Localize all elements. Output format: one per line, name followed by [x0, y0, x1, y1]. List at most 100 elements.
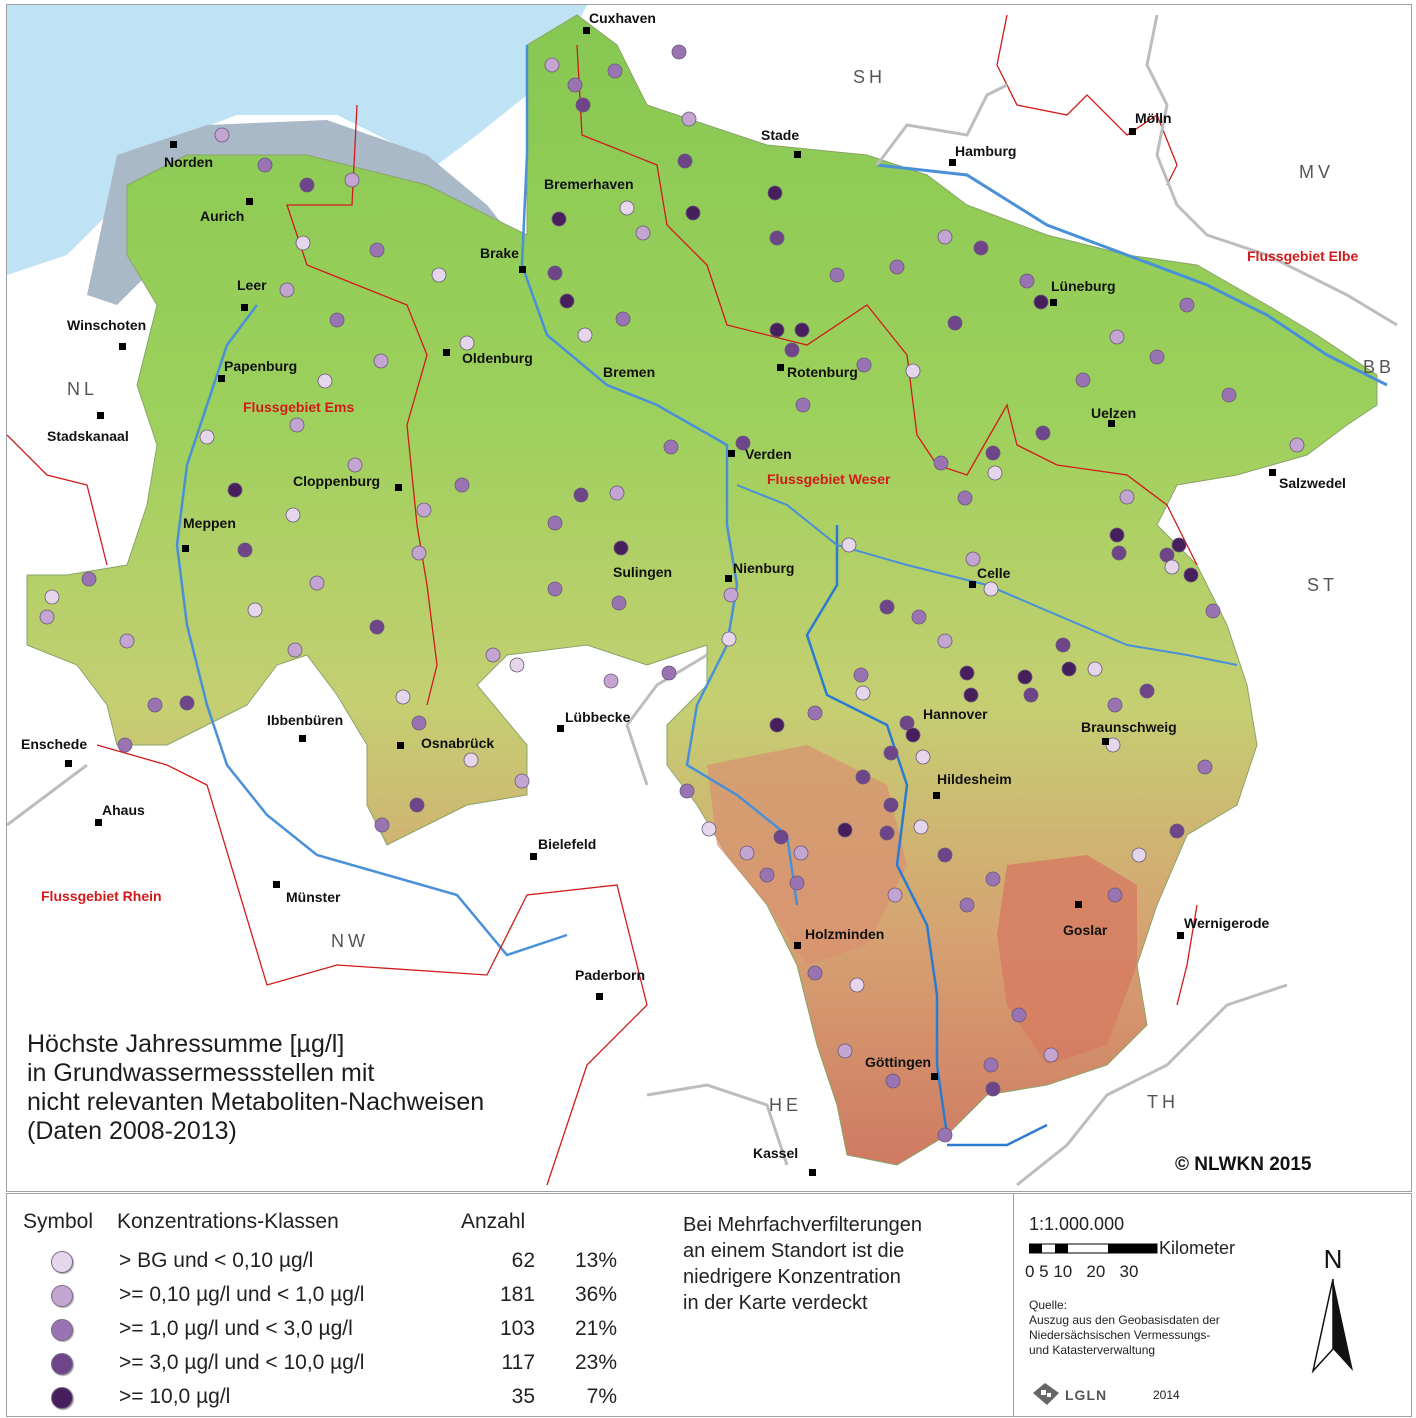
point-class-3 — [985, 871, 1001, 887]
point-class-2 — [739, 845, 755, 861]
state-borders — [7, 14, 1398, 1187]
point-class-5 — [1017, 669, 1033, 685]
point-class-4 — [299, 177, 315, 193]
state-label-nl: NL — [67, 379, 99, 399]
legend-count-header: Anzahl — [461, 1210, 526, 1233]
city-marker — [583, 27, 590, 34]
point-class-4 — [769, 230, 785, 246]
label-muenster: Münster — [286, 889, 341, 905]
point-class-2 — [485, 647, 501, 663]
point-class-5 — [559, 293, 575, 309]
label-cloppenburg: Cloppenburg — [293, 473, 381, 489]
point-class-2 — [887, 887, 903, 903]
legend-class-label: >= 1,0 µg/l und < 3,0 µg/l — [119, 1317, 353, 1340]
point-class-1 — [577, 327, 593, 343]
map-title: Höchste Jahressumme [µg/l] in Grundwasse… — [27, 1030, 485, 1145]
point-class-4 — [1035, 425, 1051, 441]
city-marker — [95, 819, 102, 826]
point-class-1 — [44, 589, 60, 605]
point-class-3 — [615, 311, 631, 327]
label-verden: Verden — [745, 446, 792, 462]
legend-symbol-class-3 — [51, 1319, 73, 1341]
point-class-3 — [679, 783, 695, 799]
point-class-4 — [1139, 683, 1155, 699]
point-class-1 — [509, 657, 525, 673]
point-class-1 — [619, 200, 635, 216]
label-nienburg: Nienburg — [733, 560, 795, 576]
point-class-2 — [603, 673, 619, 689]
point-class-5 — [227, 482, 243, 498]
point-class-3 — [789, 875, 805, 891]
label-celle: Celle — [977, 565, 1011, 581]
point-class-1 — [395, 689, 411, 705]
point-class-3 — [81, 571, 97, 587]
region-label-elbe: Flussgebiet Elbe — [1247, 248, 1359, 264]
point-class-3 — [885, 1073, 901, 1089]
state-label-st: ST — [1307, 575, 1339, 595]
label-oldenburg: Oldenburg — [462, 350, 533, 366]
point-class-1 — [1105, 737, 1121, 753]
point-class-4 — [237, 542, 253, 558]
point-class-3 — [661, 665, 677, 681]
point-class-2 — [609, 485, 625, 501]
point-class-3 — [807, 965, 823, 981]
label-stadskanaal: Stadskanaal — [47, 428, 129, 444]
point-class-1 — [721, 631, 737, 647]
legend-class-label: > BG und < 0,10 µg/l — [119, 1249, 314, 1272]
point-class-4 — [985, 445, 1001, 461]
point-class-2 — [1289, 437, 1305, 453]
point-class-1 — [1087, 661, 1103, 677]
label-norden: Norden — [164, 154, 213, 170]
measurement-points — [39, 44, 1305, 1143]
label-salzwedel: Salzwedel — [1279, 475, 1346, 491]
point-class-5 — [685, 205, 701, 221]
label-hannover: Hannover — [923, 706, 988, 722]
city-marker — [1108, 420, 1115, 427]
source-note: Quelle: Auszug aus den Geobasisdaten der… — [1029, 1298, 1220, 1357]
legend-class-label: >= 10,0 µg/l — [119, 1385, 231, 1408]
point-class-5 — [769, 717, 785, 733]
point-class-3 — [454, 477, 470, 493]
city-marker — [1075, 901, 1082, 908]
city-marker — [246, 198, 253, 205]
scale-unit: Kilometer — [1159, 1238, 1236, 1258]
point-class-4 — [937, 847, 953, 863]
point-class-4 — [883, 745, 899, 761]
city-marker — [65, 760, 72, 767]
label-stade: Stade — [761, 127, 800, 143]
label-brake: Brake — [480, 245, 519, 261]
label-moelln: Mölln — [1135, 110, 1172, 126]
label-luebbecke: Lübbecke — [565, 709, 631, 725]
point-class-1 — [247, 602, 263, 618]
city-marker — [1177, 932, 1184, 939]
label-uelzen: Uelzen — [1091, 405, 1137, 421]
label-goslar: Goslar — [1063, 922, 1108, 938]
point-class-4 — [547, 265, 563, 281]
point-class-5 — [551, 211, 567, 227]
state-label-mv: MV — [1299, 162, 1334, 182]
point-class-3 — [374, 817, 390, 833]
point-class-5 — [794, 322, 810, 338]
scale-ratio: 1:1.000.000 — [1029, 1214, 1125, 1234]
legend-class-count: 62 — [511, 1249, 535, 1272]
legend-class-percent: 23% — [574, 1351, 617, 1374]
legend-class-count: 103 — [499, 1317, 535, 1340]
label-hildesheim: Hildesheim — [937, 771, 1012, 787]
point-class-4 — [973, 240, 989, 256]
point-class-1 — [463, 752, 479, 768]
point-class-4 — [409, 797, 425, 813]
legend-class-percent: 21% — [574, 1317, 617, 1340]
legend-symbol-class-4 — [51, 1353, 73, 1375]
label-sulingen: Sulingen — [613, 564, 673, 580]
point-class-3 — [1179, 297, 1195, 313]
region-label-weser: Flussgebiet Weser — [767, 471, 891, 487]
point-class-2 — [347, 457, 363, 473]
weser-river — [520, 45, 799, 906]
label-ahaus: Ahaus — [102, 802, 145, 818]
city-marker — [97, 412, 104, 419]
point-class-3 — [663, 439, 679, 455]
point-class-2 — [937, 633, 953, 649]
ems-river — [175, 304, 568, 957]
state-label-he: HE — [769, 1095, 803, 1115]
point-class-4 — [879, 599, 895, 615]
